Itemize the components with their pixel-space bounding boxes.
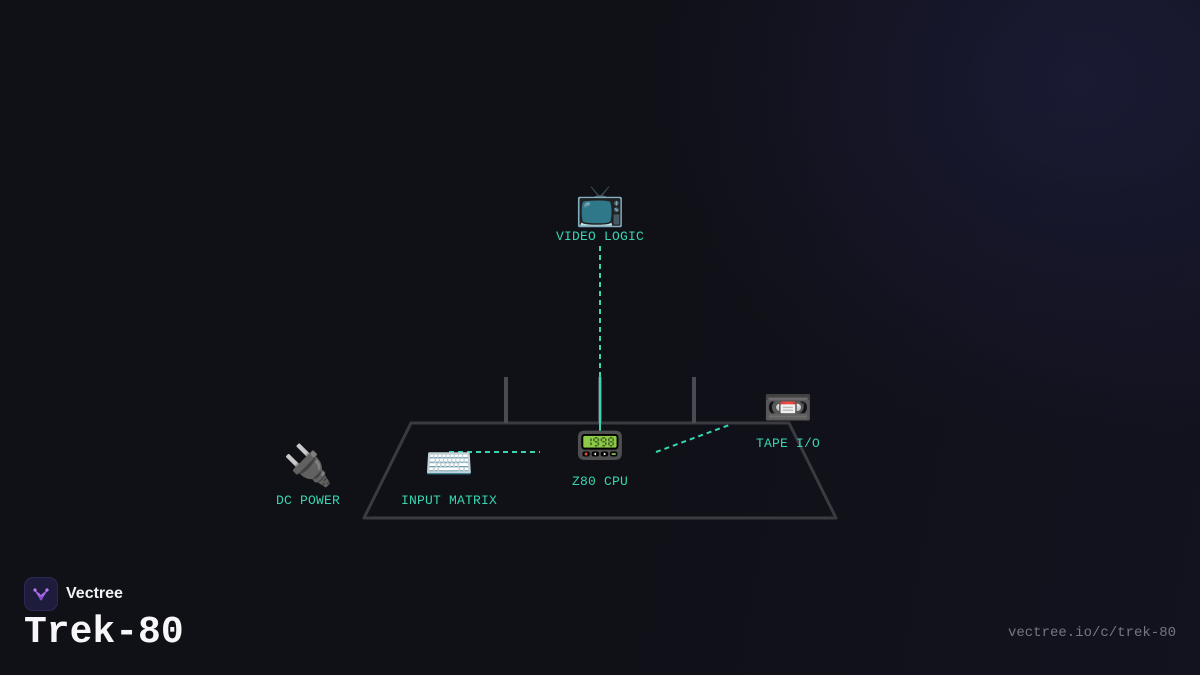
brand: Vectree <box>24 577 123 611</box>
circuit-board-outline <box>362 421 838 520</box>
project-title: Trek-80 <box>24 611 184 654</box>
input-matrix-label: INPUT MATRIX <box>400 493 498 508</box>
tape-io-label: TAPE I/O <box>755 436 821 451</box>
electric-plug-icon: 🔌 <box>283 443 333 489</box>
keyboard-icon: ⌨️ <box>424 441 474 487</box>
dc-power-label: DC POWER <box>275 493 341 508</box>
vectree-logo-icon <box>24 577 58 611</box>
pager-icon: 📟 <box>575 423 625 469</box>
project-url[interactable]: vectree.io/c/trek-80 <box>1007 625 1176 641</box>
videocassette-icon: 📼 <box>763 385 813 431</box>
brand-name: Vectree <box>66 585 123 602</box>
link-cpu-to-tape <box>655 423 733 453</box>
z80-cpu-label: Z80 CPU <box>571 474 629 489</box>
television-icon: 📺 <box>575 183 625 229</box>
video-logic-label: VIDEO LOGIC <box>555 229 645 244</box>
